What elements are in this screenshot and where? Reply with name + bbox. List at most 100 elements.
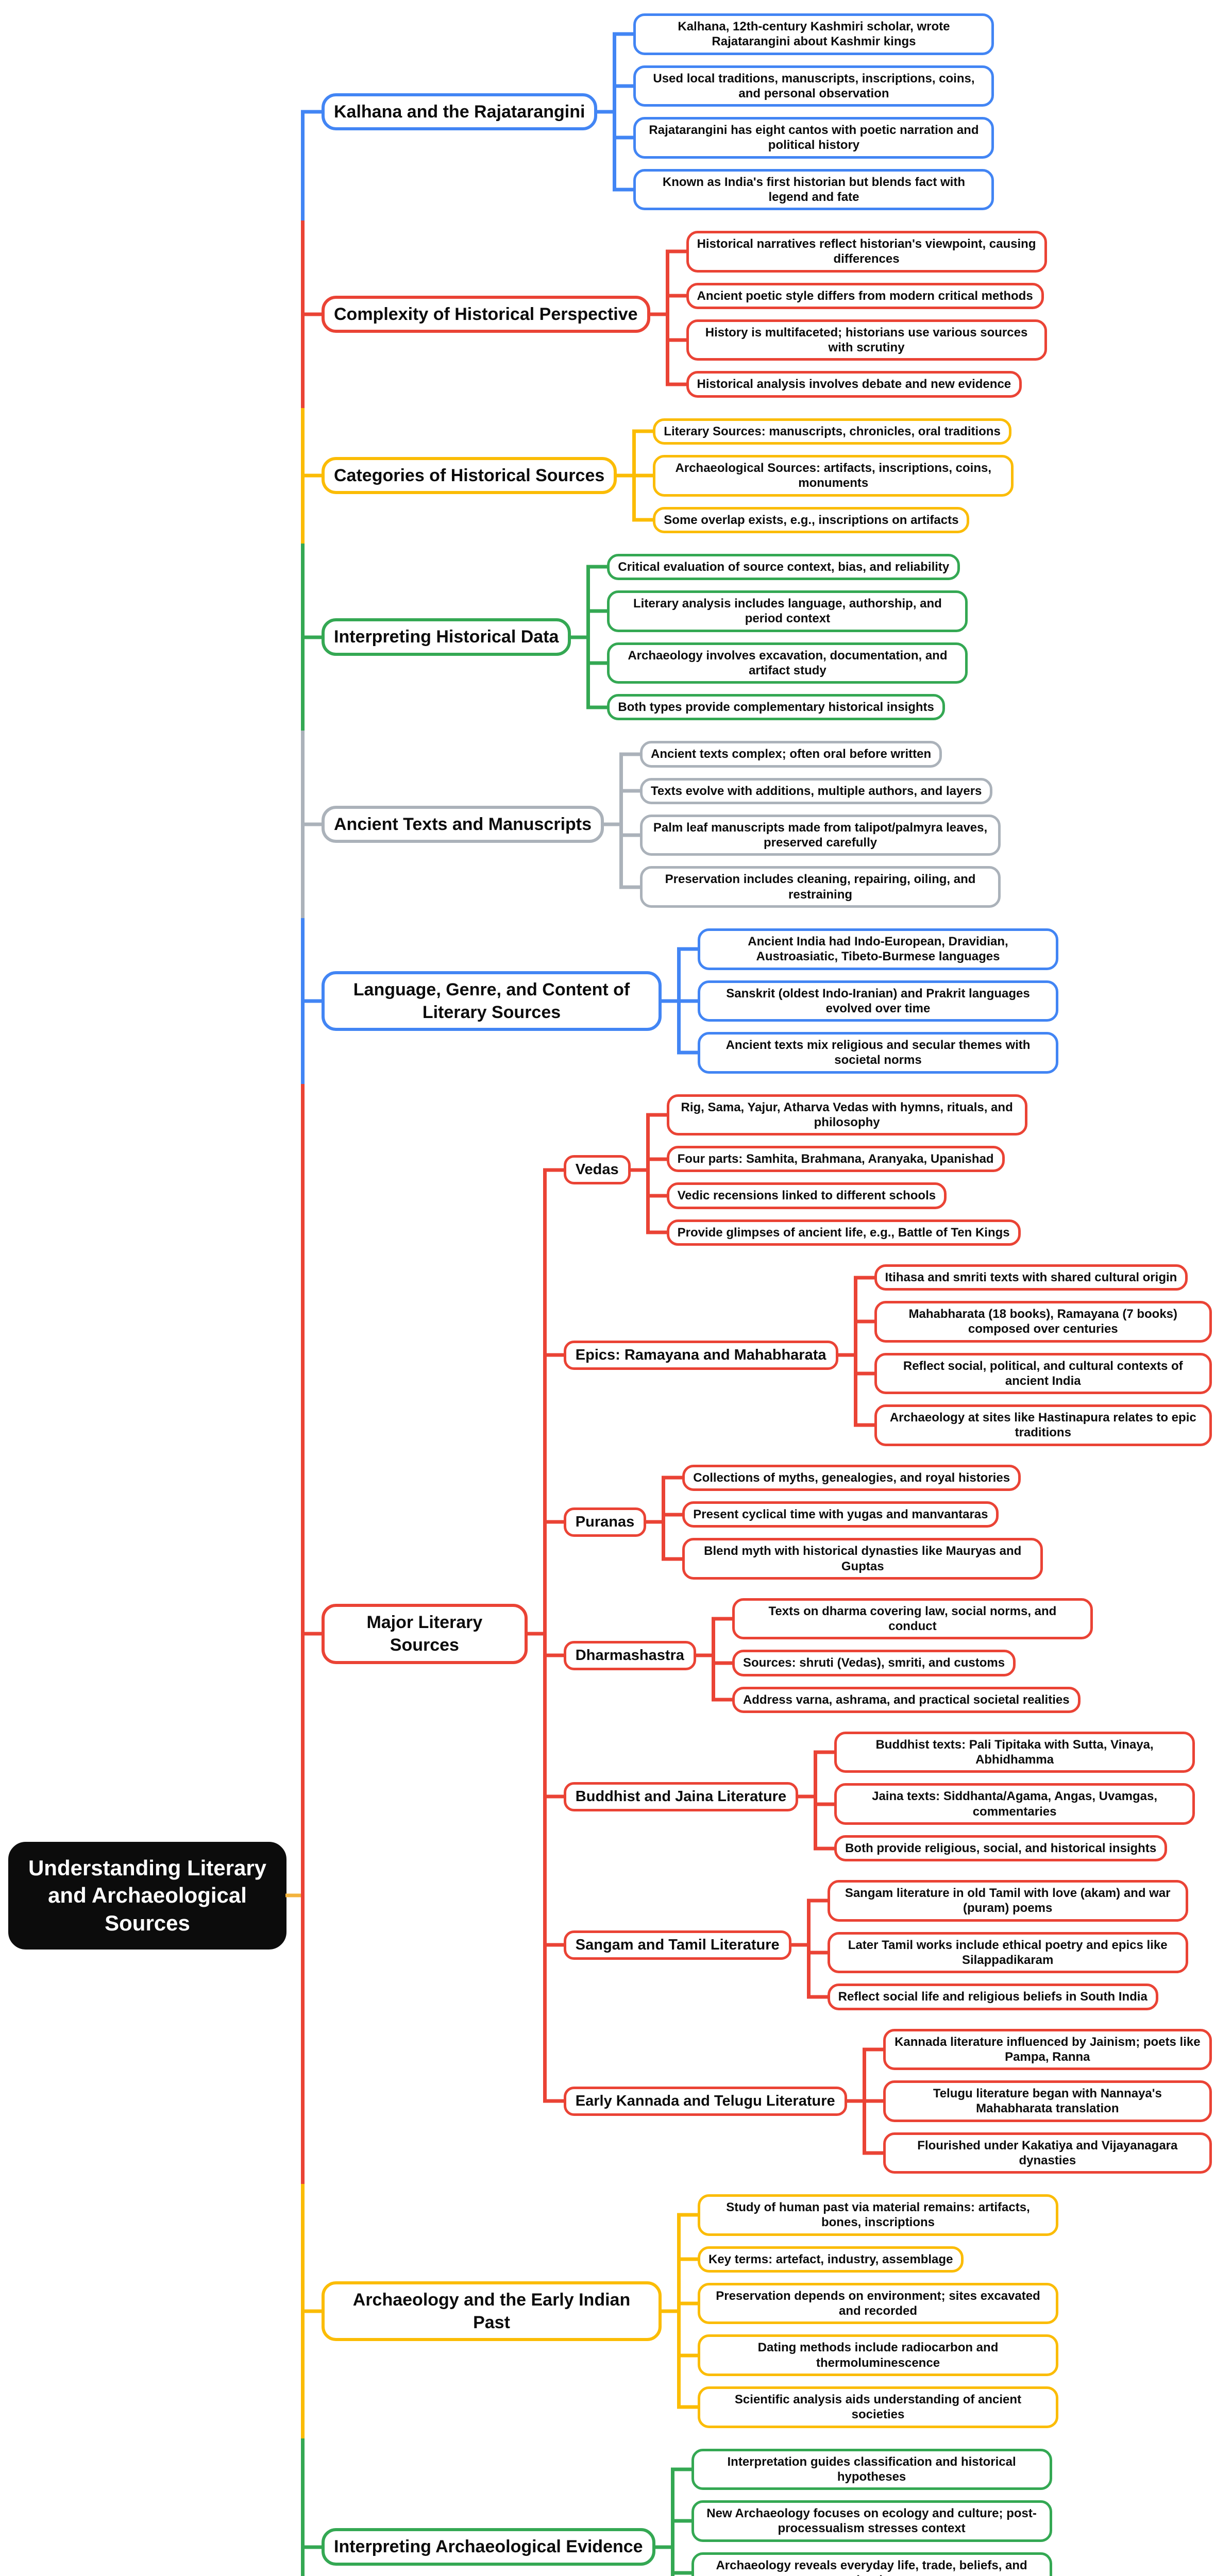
root-node[interactable]: Understanding Literary and Archaeologica… bbox=[8, 1841, 286, 1950]
leaf-node[interactable]: Ancient India had Indo-European, Dravidi… bbox=[698, 928, 1058, 970]
leaf-node[interactable]: Itihasa and smriti texts with shared cul… bbox=[874, 1264, 1188, 1291]
section-language-genre-and-content-of-literary-sources[interactable]: Language, Genre, and Content of Literary… bbox=[322, 971, 662, 1031]
leaf-node[interactable]: Archaeology reveals everyday life, trade… bbox=[691, 2552, 1052, 2576]
leaf-node[interactable]: Texts on dharma covering law, social nor… bbox=[732, 1598, 1093, 1640]
leaf-node[interactable]: Later Tamil works include ethical poetry… bbox=[827, 1931, 1188, 1974]
section-complexity-of-historical-perspective[interactable]: Complexity of Historical Perspective bbox=[322, 295, 650, 333]
leaf-node[interactable]: Study of human past via material remains… bbox=[698, 2194, 1058, 2236]
branch: Archaeology at sites like Hastinapura re… bbox=[853, 1399, 1212, 1446]
branch: Major Literary Sources Vedas Rig, Sama, Ya… bbox=[301, 1083, 1212, 2184]
leaf-node[interactable]: Literary Sources: manuscripts, chronicle… bbox=[653, 418, 1011, 445]
leaf-node[interactable]: Ancient texts mix religious and secular … bbox=[698, 1032, 1058, 1074]
leaf-node[interactable]: Telugu literature began with Nannaya's M… bbox=[883, 2080, 1212, 2122]
leaf-node[interactable]: History is multifaceted; historians use … bbox=[686, 319, 1047, 361]
leaf-node[interactable]: Address varna, ashrama, and practical so… bbox=[732, 1686, 1081, 1713]
leaf-node[interactable]: Palm leaf manuscripts made from talipot/… bbox=[640, 814, 1001, 856]
leaf-node[interactable]: Rig, Sama, Yajur, Atharva Vedas with hym… bbox=[666, 1094, 1027, 1136]
branch: Preservation depends on environment; sit… bbox=[677, 2277, 1058, 2329]
branch: Study of human past via material remains… bbox=[677, 2194, 1058, 2241]
leaf-node[interactable]: Historical analysis involves debate and … bbox=[686, 371, 1022, 398]
leaf-node[interactable]: Buddhist texts: Pali Tipitaka with Sutta… bbox=[834, 1731, 1195, 1773]
leaf-node[interactable]: Scientific analysis aids understanding o… bbox=[698, 2386, 1058, 2428]
children-group: Kalhana and the Rajatarangini Kalhana, 12… bbox=[301, 13, 1212, 2576]
leaf-node[interactable]: Both provide religious, social, and hist… bbox=[834, 1835, 1168, 1862]
branch: Preservation includes cleaning, repairin… bbox=[619, 861, 1001, 908]
branch: Sangam literature in old Tamil with love… bbox=[806, 1880, 1188, 1927]
section-interpreting-historical-data[interactable]: Interpreting Historical Data bbox=[322, 618, 571, 656]
leaf-node[interactable]: Archaeological Sources: artifacts, inscr… bbox=[653, 454, 1014, 497]
section-archaeology-and-the-early-indian-past[interactable]: Archaeology and the Early Indian Past bbox=[322, 2281, 662, 2341]
branch: Kalhana and the Rajatarangini Kalhana, 12… bbox=[301, 13, 1212, 221]
leaf-node[interactable]: Mahabharata (18 books), Ramayana (7 book… bbox=[874, 1301, 1212, 1343]
leaf-node[interactable]: Jaina texts: Siddhanta/Agama, Angas, Uva… bbox=[834, 1783, 1195, 1825]
branch: Sanskrit (oldest Indo-Iranian) and Prakr… bbox=[677, 975, 1058, 1027]
leaf-node[interactable]: Vedic recensions linked to different sch… bbox=[666, 1182, 947, 1209]
section-major-literary-sources[interactable]: Major Literary Sources bbox=[322, 1604, 528, 1664]
leaf-node[interactable]: Known as India's first historian but ble… bbox=[633, 168, 994, 211]
children-group: Sangam literature in old Tamil with love… bbox=[806, 1880, 1188, 2010]
section-ancient-texts-and-manuscripts[interactable]: Ancient Texts and Manuscripts bbox=[322, 806, 604, 843]
leaf-node[interactable]: Both types provide complementary histori… bbox=[607, 694, 945, 721]
leaf-node[interactable]: Some overlap exists, e.g., inscriptions … bbox=[653, 506, 970, 533]
branch: Itihasa and smriti texts with shared cul… bbox=[853, 1264, 1212, 1296]
leaf-node[interactable]: Key terms: artefact, industry, assemblag… bbox=[698, 2246, 964, 2273]
leaf-node[interactable]: Literary analysis includes language, aut… bbox=[607, 590, 968, 632]
leaf-node[interactable]: Rajatarangini has eight cantos with poet… bbox=[633, 117, 994, 159]
leaf-node[interactable]: Critical evaluation of source context, b… bbox=[607, 553, 960, 581]
branch: History is multifaceted; historians use … bbox=[665, 314, 1047, 366]
leaf-node[interactable]: Provide glimpses of ancient life, e.g., … bbox=[666, 1219, 1021, 1246]
branch: Scientific analysis aids understanding o… bbox=[677, 2381, 1058, 2428]
branch: Archaeological Sources: artifacts, inscr… bbox=[632, 450, 1014, 501]
section-interpreting-archaeological-evidence[interactable]: Interpreting Archaeological Evidence bbox=[322, 2528, 655, 2566]
leaf-node[interactable]: Reflect social, political, and cultural … bbox=[874, 1352, 1212, 1395]
leaf-node[interactable]: Used local traditions, manuscripts, insc… bbox=[633, 65, 994, 107]
leaf-node[interactable]: Blend myth with historical dynasties lik… bbox=[682, 1538, 1043, 1580]
topic-buddhist-and-jaina-literature[interactable]: Buddhist and Jaina Literature bbox=[563, 1782, 799, 1811]
leaf-node[interactable]: Archaeology at sites like Hastinapura re… bbox=[874, 1404, 1212, 1446]
leaf-node[interactable]: New Archaeology focuses on ecology and c… bbox=[691, 2500, 1052, 2542]
leaf-node[interactable]: Ancient poetic style differs from modern… bbox=[686, 282, 1044, 309]
branch: Telugu literature began with Nannaya's M… bbox=[862, 2075, 1212, 2127]
branch: Texts on dharma covering law, social nor… bbox=[711, 1598, 1093, 1645]
topic-sangam-and-tamil-literature[interactable]: Sangam and Tamil Literature bbox=[563, 1930, 791, 1960]
leaf-node[interactable]: Sanskrit (oldest Indo-Iranian) and Prakr… bbox=[698, 980, 1058, 1022]
leaf-node[interactable]: Flourished under Kakatiya and Vijayanaga… bbox=[883, 2132, 1212, 2174]
children-group: Kannada literature influenced by Jainism… bbox=[862, 2028, 1212, 2174]
leaf-node[interactable]: Kannada literature influenced by Jainism… bbox=[883, 2028, 1212, 2071]
leaf-node[interactable]: Kalhana, 12th-century Kashmiri scholar, … bbox=[633, 13, 994, 55]
children-group: Literary Sources: manuscripts, chronicle… bbox=[632, 418, 1014, 533]
leaf-node[interactable]: Archaeology involves excavation, documen… bbox=[607, 642, 968, 684]
leaf-node[interactable]: Interpretation guides classification and… bbox=[691, 2448, 1052, 2490]
leaf-node[interactable]: Ancient texts complex; often oral before… bbox=[640, 741, 942, 768]
leaf-node[interactable]: Historical narratives reflect historian'… bbox=[686, 231, 1047, 273]
leaf-node[interactable]: Sangam literature in old Tamil with love… bbox=[827, 1880, 1188, 1922]
branch: Mahabharata (18 books), Ramayana (7 book… bbox=[853, 1296, 1212, 1348]
topic-early-kannada-and-telugu-literature[interactable]: Early Kannada and Telugu Literature bbox=[563, 2086, 847, 2116]
branch: Provide glimpses of ancient life, e.g., … bbox=[646, 1214, 1027, 1246]
children-group: Critical evaluation of source context, b… bbox=[586, 553, 968, 721]
leaf-node[interactable]: Texts evolve with additions, multiple au… bbox=[640, 777, 993, 804]
section-kalhana-and-the-rajatarangini[interactable]: Kalhana and the Rajatarangini bbox=[322, 93, 598, 131]
section-categories-of-historical-sources[interactable]: Categories of Historical Sources bbox=[322, 457, 617, 495]
branch: Both provide religious, social, and hist… bbox=[814, 1829, 1195, 1862]
leaf-node[interactable]: Dating methods include radiocarbon and t… bbox=[698, 2334, 1058, 2376]
branch: Literary analysis includes language, aut… bbox=[586, 585, 968, 637]
topic-dharmashastra[interactable]: Dharmashastra bbox=[563, 1640, 696, 1670]
leaf-node[interactable]: Present cyclical time with yugas and man… bbox=[682, 1501, 999, 1528]
branch: Archaeology reveals everyday life, trade… bbox=[670, 2547, 1052, 2576]
leaf-node[interactable]: Preservation includes cleaning, repairin… bbox=[640, 866, 1001, 908]
leaf-node[interactable]: Collections of myths, genealogies, and r… bbox=[682, 1464, 1021, 1492]
leaf-node[interactable]: Reflect social life and religious belief… bbox=[827, 1984, 1158, 2010]
leaf-node[interactable]: Four parts: Samhita, Brahmana, Aranyaka,… bbox=[666, 1146, 1005, 1173]
topic-puranas[interactable]: Puranas bbox=[563, 1507, 647, 1537]
branch: Ancient texts mix religious and secular … bbox=[677, 1027, 1058, 1074]
topic-epics-ramayana-and-mahabharata[interactable]: Epics: Ramayana and Mahabharata bbox=[563, 1340, 838, 1370]
branch: Language, Genre, and Content of Literary… bbox=[301, 918, 1212, 1084]
branch: Some overlap exists, e.g., inscriptions … bbox=[632, 501, 1014, 533]
topic-vedas[interactable]: Vedas bbox=[563, 1155, 631, 1185]
leaf-node[interactable]: Sources: shruti (Vedas), smriti, and cus… bbox=[732, 1650, 1016, 1676]
branch: Rajatarangini has eight cantos with poet… bbox=[613, 112, 994, 164]
leaf-node[interactable]: Preservation depends on environment; sit… bbox=[698, 2282, 1058, 2325]
